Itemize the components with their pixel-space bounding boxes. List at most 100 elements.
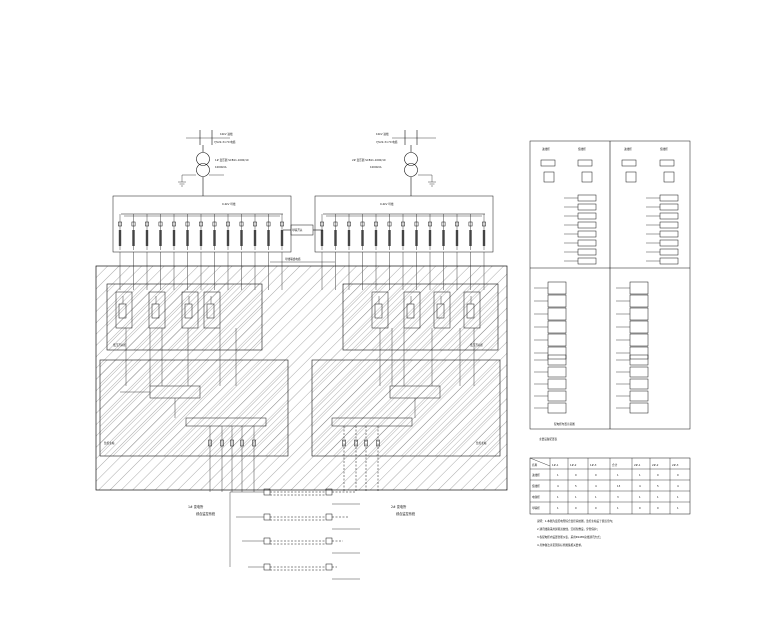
table-cell: 1	[557, 473, 559, 477]
meter-panel	[148, 291, 166, 329]
incomer-tag	[621, 159, 637, 167]
cabinet-slot	[629, 378, 649, 390]
meter-panel	[403, 291, 421, 329]
left-lower-box-label: 监控主站	[104, 441, 115, 445]
left-terminal	[252, 439, 256, 447]
cabinet-slot	[629, 281, 649, 295]
right-transformer-label: 2# 变压器 SCB11-1000/10	[352, 158, 386, 162]
feeder-tag	[280, 230, 284, 246]
table-header-cell: 2#-1	[634, 463, 641, 467]
meter-symbol	[663, 171, 675, 183]
left-terminal	[230, 439, 234, 447]
table-cell: 0	[575, 506, 577, 510]
table-cell: 1	[639, 473, 641, 477]
table-cell: 1	[677, 495, 679, 499]
cable-gland	[263, 513, 271, 521]
left-transformer-coil-upper	[196, 152, 210, 166]
cable-gland	[325, 537, 333, 545]
table-cell: 1	[657, 495, 659, 499]
cabinet-slot	[629, 354, 649, 366]
cabinet-slot	[629, 390, 649, 402]
cabinet-slot	[629, 320, 649, 334]
feeder-breaker	[212, 221, 217, 227]
cabinet-slot	[629, 402, 649, 414]
feeder-tag	[186, 230, 189, 246]
cabinet-slot	[659, 230, 679, 238]
cabinet-slot	[547, 378, 567, 390]
feeder-tag	[577, 159, 593, 167]
cabinet-slot	[547, 346, 567, 360]
feeder-tag	[240, 230, 243, 246]
feeder-breaker	[401, 221, 405, 227]
feeder-tag	[482, 230, 486, 246]
cable-gland	[325, 563, 333, 571]
cabinet-slot	[547, 366, 567, 378]
meter-device	[436, 303, 445, 319]
table-cell: 1	[575, 495, 577, 499]
cabinet-slot	[577, 257, 597, 265]
feeder-tag	[226, 230, 230, 246]
feeder-breaker	[455, 221, 459, 227]
feeder-breaker	[360, 221, 365, 227]
meter-symbol	[625, 171, 637, 183]
table-cell: 3	[617, 495, 619, 499]
cable-gland	[263, 537, 271, 545]
meter-device	[206, 303, 215, 319]
cabinet-layout-panel: 进线柜 馈线柜 进线柜 馈线柜 配电柜布置示意图	[529, 140, 691, 430]
feeder-breaker	[239, 221, 244, 227]
meter-device	[374, 303, 383, 319]
panel-right-heading-1: 进线柜	[624, 147, 632, 151]
left-supply: 10kV 进线 YJV22-3×70 电缆 1# 变压器 SCB11-1000/…	[178, 130, 249, 196]
meter-panel	[115, 291, 133, 329]
table-cell: 4	[557, 484, 559, 488]
right-bus-label: 0.4kV 母线	[380, 202, 394, 206]
feeder-breaker	[118, 221, 122, 227]
table-header-cell: 1#-1	[552, 463, 559, 467]
note-2: 2.通讯线路采用屏蔽双绞线，沿桥架敷设，穿管保护；	[537, 527, 599, 531]
cabinet-slot	[547, 390, 567, 402]
table-cell: 1	[617, 473, 619, 477]
feeder-tag	[401, 230, 405, 246]
feeder-breaker	[226, 221, 230, 227]
table-cell: 4	[677, 484, 679, 488]
cabinet-slot	[577, 212, 597, 220]
feeder-breaker	[333, 221, 338, 227]
right-feed-line1: 10kV 进线	[376, 132, 389, 136]
table-cell: 1	[677, 506, 679, 510]
cable-runs: 1# 变电所 综合监控系统 2# 变电所 综合监控系统	[188, 488, 416, 580]
right-terminal	[364, 439, 368, 447]
cabinet-slot	[659, 257, 679, 265]
cabinet-slot	[659, 212, 679, 220]
feeder-tag	[469, 230, 472, 246]
note-3: 3.各配电柜内设置智能仪表，采用RS485总线通讯方式；	[537, 535, 602, 539]
table-cell: 1	[595, 495, 597, 499]
cable-gland	[263, 563, 271, 571]
feeder-tag	[659, 159, 675, 167]
cabinet-slot	[659, 203, 679, 211]
feeder-tag	[374, 230, 378, 246]
cabinet-slot	[547, 333, 567, 347]
feeder-tag	[334, 230, 337, 246]
cabinet-slot	[629, 333, 649, 347]
meter-panel	[433, 291, 451, 329]
left-bus-label: 0.4kV 母线	[222, 202, 236, 206]
feeder-breaker	[482, 221, 486, 227]
table-cell: 13	[617, 484, 621, 488]
left-feed-line2: YJV22-3×70 电缆	[214, 140, 236, 144]
table-cell: 0	[575, 473, 577, 477]
table-cell: 0	[677, 473, 679, 477]
feeder-breaker	[374, 221, 378, 227]
right-terminal	[376, 439, 380, 447]
table-cell: 1	[639, 495, 641, 499]
feeder-breaker	[428, 221, 432, 227]
table-header-cell: 1#-2	[570, 463, 577, 467]
cabinet-slot	[659, 221, 679, 229]
feeder-breaker	[347, 221, 351, 227]
meter-symbol	[581, 171, 593, 183]
table-cell: 4	[639, 484, 641, 488]
cabinet-slot	[659, 248, 679, 256]
panel-left-heading-2: 馈线柜	[578, 147, 586, 151]
feeder-breaker	[158, 221, 163, 227]
table-title: 主要设备配置表	[539, 437, 558, 441]
